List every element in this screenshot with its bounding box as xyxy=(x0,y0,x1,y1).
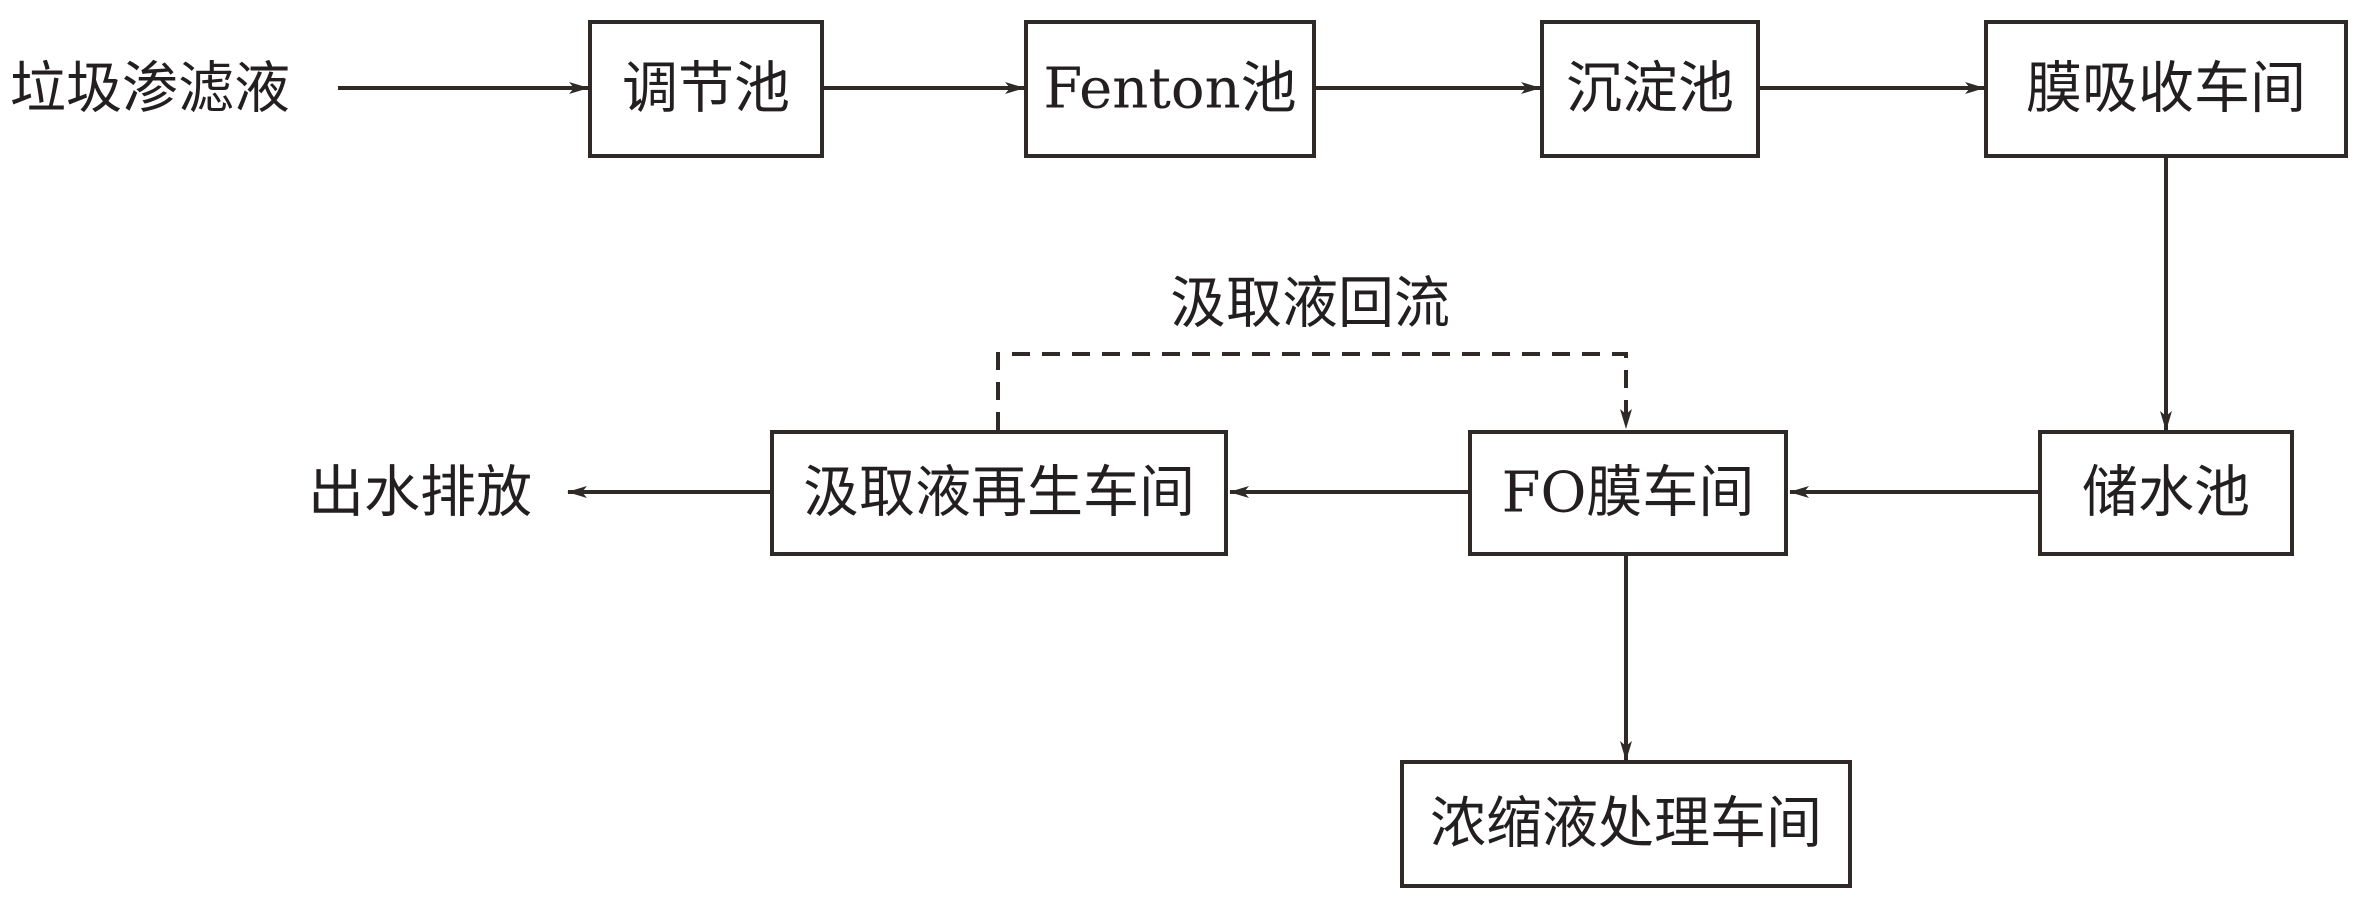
node-storage-label: 储水池 xyxy=(2082,461,2250,526)
node-regen-label: 汲取液再生车间 xyxy=(803,461,1195,526)
node-membrane-absorb-label: 膜吸收车间 xyxy=(2026,57,2306,122)
node-fo: FO膜车间 xyxy=(1468,430,1788,556)
source-label: 垃圾渗滤液 xyxy=(10,57,290,122)
recycle-label: 汲取液回流 xyxy=(1170,272,1450,337)
flow-recycle-dashed xyxy=(996,352,1632,430)
node-settle: 沉淀池 xyxy=(1540,20,1760,158)
node-settle-label: 沉淀池 xyxy=(1566,57,1734,122)
node-membrane-absorb: 膜吸收车间 xyxy=(1984,20,2348,158)
node-regen: 汲取液再生车间 xyxy=(770,430,1228,556)
node-concentrate: 浓缩液处理车间 xyxy=(1400,760,1852,888)
connectors xyxy=(338,82,2172,761)
node-fenton-label: Fenton池 xyxy=(1043,57,1296,122)
node-concentrate-label: 浓缩液处理车间 xyxy=(1430,792,1822,857)
outlet-label: 出水排放 xyxy=(308,461,532,526)
node-fenton: Fenton池 xyxy=(1024,20,1316,158)
node-adjust: 调节池 xyxy=(588,20,824,158)
node-fo-label: FO膜车间 xyxy=(1502,461,1755,526)
node-storage: 储水池 xyxy=(2038,430,2294,556)
node-adjust-label: 调节池 xyxy=(622,57,790,122)
